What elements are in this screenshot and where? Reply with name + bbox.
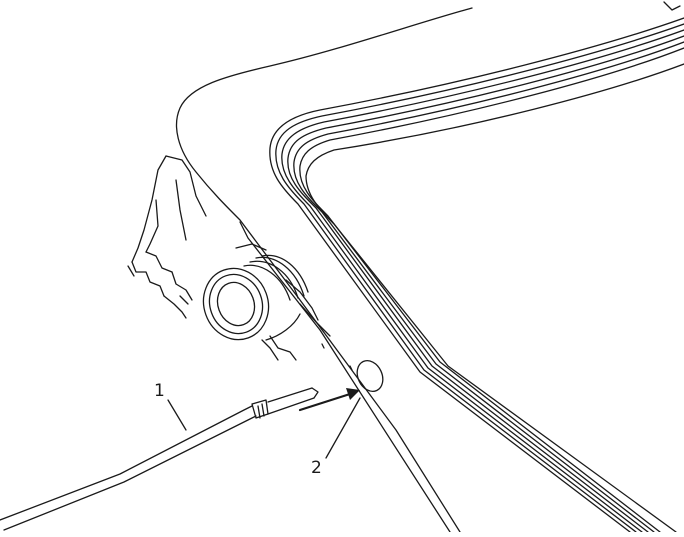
callout-leader-2	[325, 397, 361, 459]
connector-fitting	[202, 243, 319, 361]
sensor-cable	[0, 387, 319, 531]
callout-leader-1	[167, 399, 187, 431]
housing-side-edge	[239, 221, 451, 533]
insertion-arrow	[298, 392, 352, 412]
housing-rear-edge	[299, 303, 331, 337]
callout-label-1: 1	[154, 381, 165, 401]
callout-label-2: 2	[311, 458, 322, 478]
housing-outer-edge	[175, 7, 473, 533]
mounting-bracket	[127, 155, 207, 319]
inner-frame-layers	[269, 17, 684, 533]
insertion-arrow-head	[346, 388, 360, 400]
corner-mark	[663, 1, 681, 11]
side-opening	[356, 359, 384, 393]
